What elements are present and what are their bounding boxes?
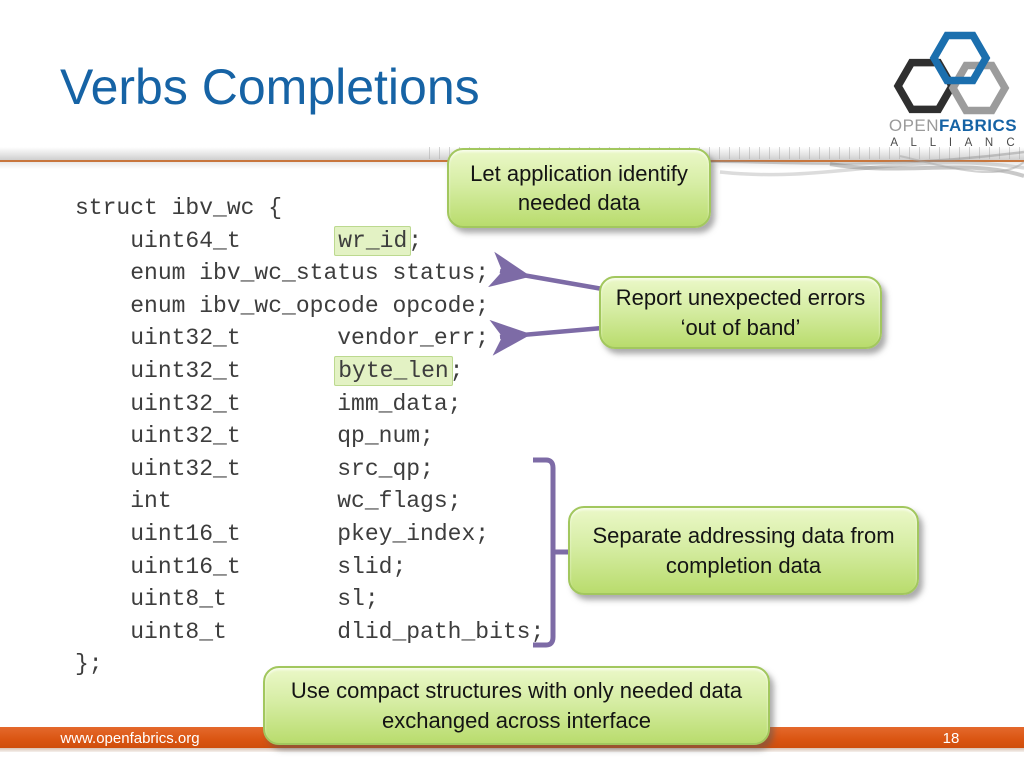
callout-text: Use compact structures with only needed … xyxy=(290,678,743,733)
code-text: enum ibv_wc_status status; xyxy=(75,260,490,287)
code-line: uint16_t pkey_index; xyxy=(75,518,544,551)
code-line: int wc_flags; xyxy=(75,485,544,518)
code-line: uint8_t sl; xyxy=(75,583,544,616)
highlighted-field: byte_len xyxy=(334,355,453,386)
code-text: uint64_t xyxy=(75,227,338,254)
callout-separate-addressing: Separate addressing data from completion… xyxy=(568,506,919,595)
hexagons-logo-icon xyxy=(893,31,1010,115)
code-text: uint32_t vendor_err; xyxy=(75,325,490,352)
footer-bar-shadow xyxy=(0,748,1024,752)
code-text: uint8_t dlid_path_bits; xyxy=(75,618,545,645)
code-line: uint16_t slid; xyxy=(75,551,544,584)
callout-text: Separate addressing data from completion… xyxy=(592,523,895,578)
logo-open-text: OPEN xyxy=(888,116,940,135)
code-text: ; xyxy=(449,357,464,384)
code-block: struct ibv_wc { uint64_t wr_id; enum ibv… xyxy=(75,192,544,681)
page-number: 18 xyxy=(942,730,960,747)
code-text: uint32_t qp_num; xyxy=(75,423,434,450)
callout-text: Report unexpected errors ‘out of band’ xyxy=(615,285,866,340)
code-line: uint64_t wr_id; xyxy=(75,225,544,258)
code-text: }; xyxy=(75,651,103,678)
callout-report-errors: Report unexpected errors ‘out of band’ xyxy=(599,276,882,349)
code-line: enum ibv_wc_status status; xyxy=(75,257,544,290)
code-text: uint32_t xyxy=(75,357,338,384)
callout-use-compact: Use compact structures with only needed … xyxy=(263,666,770,745)
code-line: }; xyxy=(75,648,544,681)
code-line: uint32_t qp_num; xyxy=(75,420,544,453)
code-text: ; xyxy=(408,227,423,254)
callout-text: Let application identify needed data xyxy=(470,160,688,215)
page-title: Verbs Completions xyxy=(60,59,480,115)
logo-fabrics-text: FABRICS xyxy=(939,116,1018,135)
callout-let-application: Let application identify needed data xyxy=(447,148,711,228)
code-text: struct ibv_wc { xyxy=(75,195,283,221)
code-text: int wc_flags; xyxy=(75,488,462,515)
highlighted-field: wr_id xyxy=(334,225,412,256)
code-line: enum ibv_wc_opcode opcode; xyxy=(75,290,544,323)
code-line: uint32_t imm_data; xyxy=(75,388,544,421)
code-text: uint32_t src_qp; xyxy=(75,455,434,482)
logo-wordmark: OPENFABRICS xyxy=(878,116,1024,136)
code-text: uint32_t imm_data; xyxy=(75,390,462,417)
code-text: uint16_t pkey_index; xyxy=(75,520,490,547)
code-text: uint8_t sl; xyxy=(75,586,379,613)
code-line: uint32_t src_qp; xyxy=(75,453,544,486)
openfabrics-logo: OPENFABRICS A L L I A N C E xyxy=(878,26,1024,161)
code-line: uint32_t vendor_err; xyxy=(75,322,544,355)
code-line: struct ibv_wc { xyxy=(75,192,544,225)
code-line: uint8_t dlid_path_bits; xyxy=(75,616,544,649)
code-text: enum ibv_wc_opcode opcode; xyxy=(75,292,490,319)
code-text: uint16_t slid; xyxy=(75,553,407,580)
footer-url: www.openfabrics.org xyxy=(60,730,200,747)
code-line: uint32_t byte_len; xyxy=(75,355,544,388)
